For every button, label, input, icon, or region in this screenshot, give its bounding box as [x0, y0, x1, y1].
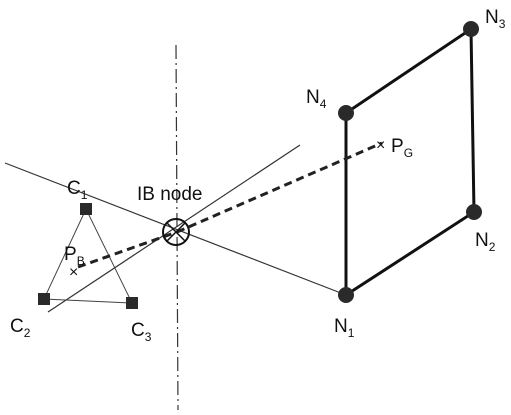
- pg-label: PG: [391, 136, 413, 160]
- dashed-link-pg: [176, 141, 383, 234]
- pb-label: PB: [64, 244, 85, 268]
- control-c3-marker: [126, 297, 138, 309]
- node-n2-label: N2: [475, 230, 496, 254]
- pb-cross: ×: [69, 264, 78, 281]
- node-n2-marker: [466, 204, 482, 220]
- node-n4-label: N4: [306, 87, 327, 111]
- control-c1-label: C1: [67, 178, 88, 202]
- node-n1-marker: [338, 287, 354, 303]
- vertical-axis: [175, 44, 179, 411]
- ib-node-circle: [162, 218, 190, 246]
- dashed-link-pb: [77, 230, 178, 269]
- control-c2-label: C2: [10, 316, 31, 340]
- pg-cross: ×: [376, 137, 385, 154]
- node-n1-label: N1: [334, 316, 355, 340]
- ib-node-cross-b: [166, 222, 186, 242]
- control-triangle: [43, 207, 133, 304]
- node-n4-marker: [338, 105, 354, 121]
- element-quad: [344, 26, 476, 298]
- control-c3-label: C3: [131, 320, 152, 344]
- ib-node-label: IB node: [137, 184, 203, 205]
- diagonal-axis: [47, 144, 301, 313]
- control-c1-marker: [80, 203, 92, 215]
- node-n3-label: N3: [485, 7, 506, 31]
- horizontal-axis: [4, 162, 347, 296]
- node-n3-marker: [463, 21, 479, 37]
- control-c2-marker: [38, 293, 50, 305]
